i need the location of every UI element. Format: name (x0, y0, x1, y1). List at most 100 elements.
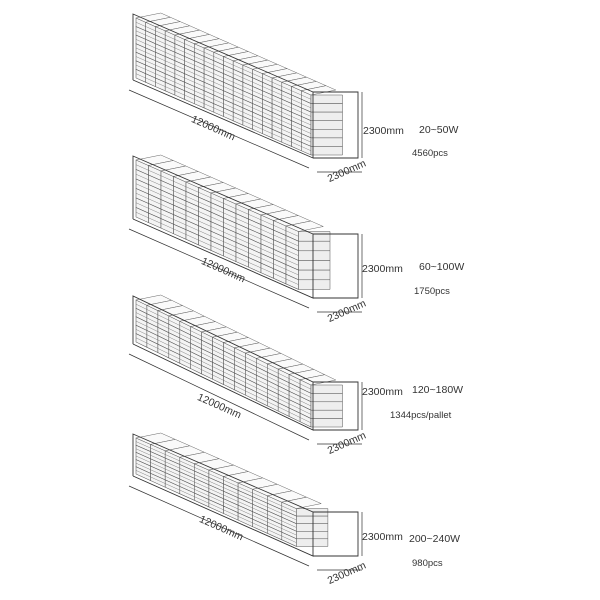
cargo-box-seam (245, 357, 257, 363)
cargo-box-seam (212, 366, 224, 373)
length-dimension-line (128, 89, 310, 169)
height-label: 2300mm (362, 386, 403, 398)
cargo-box-seam (168, 319, 180, 326)
cargo-box-top (300, 85, 337, 96)
cargo-box-seam (213, 99, 224, 104)
cargo-box-seam (262, 129, 273, 134)
cargo-box-seam (135, 47, 146, 53)
cargo-box-seam (157, 339, 169, 346)
cargo-box-seam (210, 235, 224, 242)
cargo-box-seam (252, 515, 268, 523)
cargo-box-seam (213, 73, 224, 79)
cargo-box-seam (223, 251, 237, 257)
cargo-box-seam (174, 82, 185, 87)
cargo-box-seam (184, 60, 195, 66)
length-dimension-line (128, 228, 310, 309)
cargo-box-seam (194, 64, 205, 70)
cargo-side-face (310, 137, 343, 147)
cargo-box-seam (135, 470, 151, 478)
cargo-box-seam (145, 60, 156, 66)
cargo-box-seam (273, 234, 287, 241)
cargo-box-seam (185, 215, 199, 222)
cargo-box-seam (165, 461, 180, 469)
length-dimension-line (128, 353, 310, 441)
cargo-box-seam (165, 454, 180, 462)
cargo-box-seam (252, 492, 268, 500)
cargo-boxes (135, 154, 331, 290)
cargo-box-seam (198, 201, 212, 208)
cargo-box-seam (150, 469, 166, 477)
cargo-box-seam (278, 406, 290, 413)
cargo-box-seam (272, 133, 282, 139)
cargo-box-seam (272, 107, 282, 113)
cargo-box-seam (252, 73, 263, 79)
cargo-box-seam (203, 77, 214, 83)
cargo-boxes (135, 294, 343, 428)
cargo-box-seam (185, 186, 199, 193)
cargo-box-seam (273, 263, 287, 270)
cargo-side-face (298, 260, 331, 271)
cargo-side-face (310, 94, 343, 104)
cargo-box-seam (262, 120, 273, 126)
cargo-box-seam (272, 82, 282, 87)
length-dimension-line (128, 485, 310, 567)
cargo-box-seam (150, 447, 166, 455)
cargo-box-seam (148, 189, 162, 195)
container-outline (128, 295, 363, 445)
cargo-box-seam (150, 455, 166, 462)
cargo-box-seam (278, 381, 290, 388)
cargo-box-seam (201, 361, 213, 367)
cargo-box-seam (135, 183, 149, 190)
cargo-box-seam (213, 90, 224, 96)
cargo-box-seam (223, 363, 235, 369)
cargo-box-seam (285, 269, 299, 276)
cargo-box-seam (291, 116, 302, 121)
cargo-box-seam (289, 403, 301, 410)
cargo-box-seam (201, 352, 213, 359)
cargo-box-seam (242, 77, 253, 83)
cargo-box-seam (212, 374, 224, 381)
cargo-box-seam (299, 392, 312, 398)
cargo-box-seam (155, 64, 166, 70)
cargo-box-seam (248, 242, 262, 249)
cargo-box-seam (245, 365, 257, 372)
cargo-box-seam (198, 220, 212, 227)
cargo-box-seam (145, 77, 156, 83)
cargo-box-top (285, 220, 325, 232)
cargo-box-seam (165, 43, 175, 49)
cargo-box-seam (185, 224, 199, 231)
cargo-box-seam (281, 535, 297, 543)
cargo-box-seam (252, 90, 263, 96)
cargo-box-seam (212, 341, 224, 347)
cargo-boxes (135, 432, 329, 547)
cargo-box-seam (252, 116, 263, 121)
cargo-box-seam (233, 90, 244, 96)
container-panel: 12000mm 2300mm 2300mm 200~240W 980pcs (128, 432, 460, 587)
cargo-box-seam (203, 94, 214, 100)
cargo-side-face (310, 103, 343, 113)
cargo-box-seam (273, 273, 287, 280)
cargo-side-face (298, 269, 331, 281)
cargo-box-seam (235, 218, 249, 225)
cargo-side-face (310, 393, 343, 403)
cargo-box-seam (179, 350, 191, 357)
cargo-box-seam (238, 508, 253, 516)
cargo-box-seam (245, 390, 257, 397)
cargo-box-seam (165, 60, 175, 66)
cargo-box-seam (210, 245, 224, 252)
cargo-box-seam (184, 77, 195, 83)
cargo-box-seam (267, 529, 282, 537)
cargo-box-seam (256, 387, 268, 394)
cargo-box-seam (238, 486, 253, 494)
cargo-box-seam (194, 474, 209, 482)
cargo-box-seam (194, 489, 209, 497)
cargo-box-seam (272, 124, 282, 130)
cargo-box-seam (248, 262, 262, 269)
cargo-box-seam (291, 107, 302, 113)
cargo-box-seam (173, 200, 187, 207)
cargo-box-seam (223, 69, 234, 74)
cargo-box-seam (223, 60, 234, 66)
cargo-box-seam (262, 103, 273, 109)
cargo-box-seam (301, 94, 312, 100)
cargo-box-seam (168, 353, 180, 360)
